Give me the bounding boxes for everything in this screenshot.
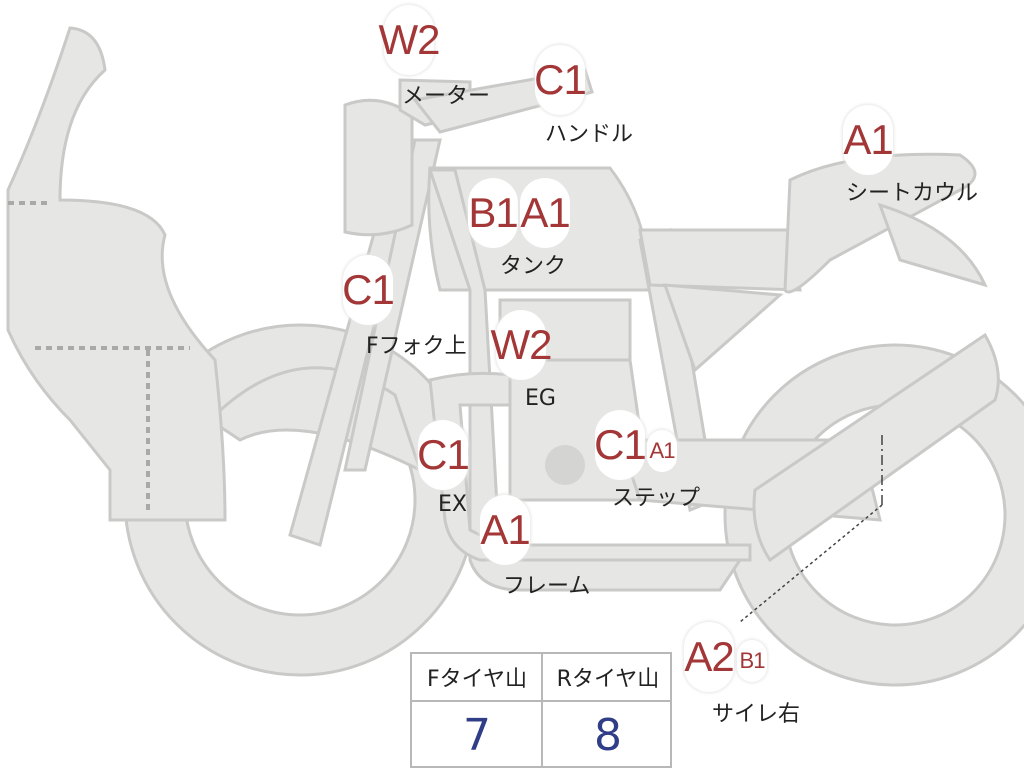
meter-label: メーター [402,84,491,109]
exhaust-label: EX [438,492,467,517]
seat-cowl-grade-badge: A1 [843,105,894,175]
muffler-label: サイレ右 [712,702,801,727]
meter-grade-badge: W2 [379,5,441,75]
step-grade-badge-1: C1 [594,410,647,480]
front-tire-header: Fタイヤ山 [427,667,527,692]
exhaust-pipe [428,371,752,562]
tank-label: タンク [500,254,567,279]
engine-label: EG [525,386,556,411]
handle-label: ハンドル [545,122,634,147]
rear-tire-header: Rタイヤ山 [556,667,660,692]
exhaust-grade-badge: C1 [417,420,470,490]
muffler-grade-badge-2: B1 [737,640,767,682]
step-label: ステップ [612,486,701,511]
front-tire-value: 7 [463,709,491,761]
fork-upper-grade-badge: C1 [342,255,395,325]
front-cowl [6,26,227,522]
rear-tire-value: 8 [594,709,622,761]
frame-grade-badge: A1 [480,495,531,565]
frame-label: フレーム [503,574,591,599]
tank-grade-badge-2: A1 [520,178,571,248]
step-grade-badge-2: A1 [647,430,677,472]
tire-tread-table: Fタイヤ山 Rタイヤ山 7 8 [410,652,672,768]
handle-grade-badge: C1 [534,45,587,115]
muffler [752,332,1000,563]
tank-grade-badge-1: B1 [468,178,519,248]
fork-upper-label: Fフォク上 [366,334,467,359]
seat-cowl-label: シートカウル [846,181,979,206]
engine-grade-badge: W2 [491,310,553,380]
muffler-grade-badge-1: A2 [684,622,735,692]
